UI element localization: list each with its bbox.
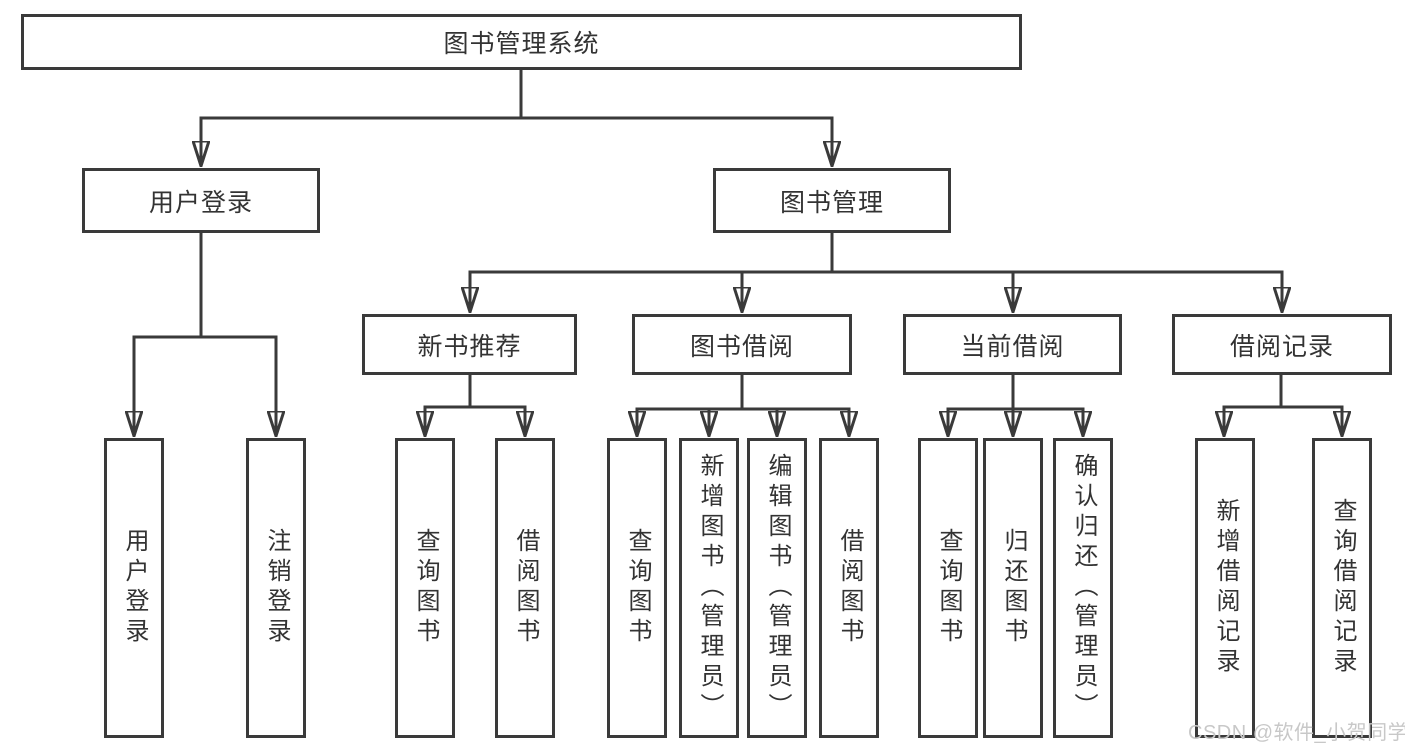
node-current-borrowing-label: 当前借阅	[960, 332, 1065, 361]
leaf-query-books-current: 查询图书	[918, 438, 978, 738]
leaf-logout: 注销登录	[246, 438, 306, 738]
node-user-login-label: 用户登录	[148, 188, 253, 217]
leaf-user-login-label: 用户登录	[121, 528, 148, 648]
leaf-query-books-current-label: 查询图书	[935, 528, 962, 648]
leaf-query-books-recommend: 查询图书	[395, 438, 455, 738]
node-borrowing-records-label: 借阅记录	[1229, 332, 1334, 361]
leaf-add-borrow-record-label: 新增借阅记录	[1212, 498, 1239, 678]
leaf-return-books: 归还图书	[983, 438, 1043, 738]
connector-borrowing-records-children	[1224, 373, 1342, 436]
connector-book-management-children	[470, 231, 1282, 312]
leaf-confirm-return-admin: 确认归还（管理员）	[1053, 438, 1113, 738]
leaf-logout-label: 注销登录	[263, 528, 290, 648]
leaf-borrow-books-borrowing-label: 借阅图书	[836, 528, 863, 648]
node-library-system-label: 图书管理系统	[443, 30, 600, 58]
leaf-confirm-return-admin-label: 确认归还（管理员）	[1070, 453, 1097, 723]
csdn-watermark: CSDN @软件_小贺同学	[1188, 722, 1405, 744]
leaf-query-books-recommend-label: 查询图书	[412, 528, 439, 648]
leaf-query-books-borrowing-label: 查询图书	[624, 528, 651, 648]
node-borrowing-records: 借阅记录	[1172, 314, 1392, 375]
leaf-add-books-admin-label: 新增图书（管理员）	[696, 453, 723, 723]
node-library-system: 图书管理系统	[21, 14, 1022, 70]
leaf-query-books-borrowing: 查询图书	[607, 438, 667, 738]
leaf-query-borrow-record: 查询借阅记录	[1312, 438, 1372, 738]
node-new-book-recommendation-label: 新书推荐	[417, 332, 522, 361]
node-book-borrowing: 图书借阅	[632, 314, 852, 375]
node-book-management: 图书管理	[713, 168, 951, 233]
leaf-return-books-label: 归还图书	[1000, 528, 1027, 648]
leaf-user-login: 用户登录	[104, 438, 164, 738]
node-book-borrowing-label: 图书借阅	[689, 332, 794, 361]
node-current-borrowing: 当前借阅	[903, 314, 1122, 375]
leaf-edit-books-admin: 编辑图书（管理员）	[747, 438, 807, 738]
connector-book-borrowing-children	[637, 373, 849, 436]
node-new-book-recommendation: 新书推荐	[362, 314, 577, 375]
connector-user-login-children	[134, 231, 276, 436]
leaf-borrow-books-recommend-label: 借阅图书	[512, 528, 539, 648]
connector-current-borrowing-children	[948, 373, 1083, 436]
node-user-login: 用户登录	[82, 168, 320, 233]
leaf-borrow-books-borrowing: 借阅图书	[819, 438, 879, 738]
connector-root-to-level2	[201, 68, 832, 166]
leaf-borrow-books-recommend: 借阅图书	[495, 438, 555, 738]
leaf-add-borrow-record: 新增借阅记录	[1195, 438, 1255, 738]
connector-new-book-children	[425, 373, 525, 436]
leaf-edit-books-admin-label: 编辑图书（管理员）	[764, 453, 791, 723]
leaf-add-books-admin: 新增图书（管理员）	[679, 438, 739, 738]
leaf-query-borrow-record-label: 查询借阅记录	[1329, 498, 1356, 678]
node-book-management-label: 图书管理	[779, 188, 884, 217]
